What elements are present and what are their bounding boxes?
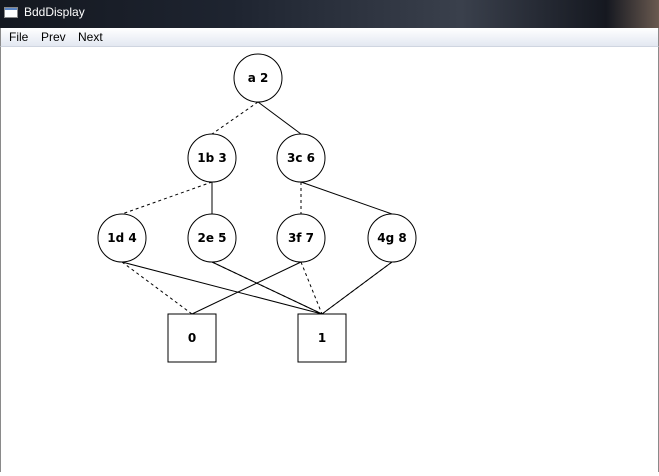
menu-prev[interactable]: Prev [41,30,66,44]
edge-d-t0-dashed [121,261,193,315]
edge-b-d-dashed [121,181,213,215]
node-label: a 2 [248,71,269,85]
node-label: 4g 8 [377,231,406,245]
edge-f-t0-solid [191,261,302,315]
node-label: 3c 6 [287,151,315,165]
node-label: 1b 3 [197,151,226,165]
edge-a-b-dashed [211,101,259,135]
edge-d-t1-solid [121,261,323,315]
node-circle [187,213,237,263]
edge-a-c-solid [257,101,302,135]
bdd-node-d: 1d 4 [97,213,147,263]
bdd-canvas: a 2 1b 3 3c 6 1d 4 2e 5 3f 7 4g 8 0 1 [0,47,659,472]
menu-file[interactable]: File [9,30,29,44]
edge-g-t1-solid [321,261,393,315]
node-circle [276,133,326,183]
bdd-node-a: a 2 [233,53,283,103]
menu-next[interactable]: Next [78,30,103,44]
edge-c-g-solid [300,181,393,215]
bdd-node-c: 3c 6 [276,133,326,183]
bdd-node-f: 3f 7 [276,213,326,263]
node-label: 3f 7 [288,231,314,245]
bdd-terminal-1: 1 [297,313,347,363]
terminal-label: 1 [318,331,326,345]
node-circle [233,53,283,103]
node-circle [97,213,147,263]
bdd-graph: a 2 1b 3 3c 6 1d 4 2e 5 3f 7 4g 8 0 1 [97,53,417,363]
terminal-label: 0 [188,331,196,345]
node-label: 1d 4 [107,231,136,245]
node-label: 2e 5 [197,231,226,245]
app-window-icon [4,7,18,18]
node-circle [276,213,326,263]
terminal-box [297,313,347,363]
terminal-box [167,313,217,363]
bdd-node-e: 2e 5 [187,213,237,263]
node-circle [187,133,237,183]
bdd-node-g: 4g 8 [367,213,417,263]
bdd-node-b: 1b 3 [187,133,237,183]
edge-f-t1-dashed [300,261,323,315]
node-circle [367,213,417,263]
window-title: BddDisplay [24,5,85,19]
menu-bar: File Prev Next [0,28,659,47]
title-bar: BddDisplay [0,0,659,28]
bdd-terminal-0: 0 [167,313,217,363]
edge-e-t1-solid [211,261,323,315]
